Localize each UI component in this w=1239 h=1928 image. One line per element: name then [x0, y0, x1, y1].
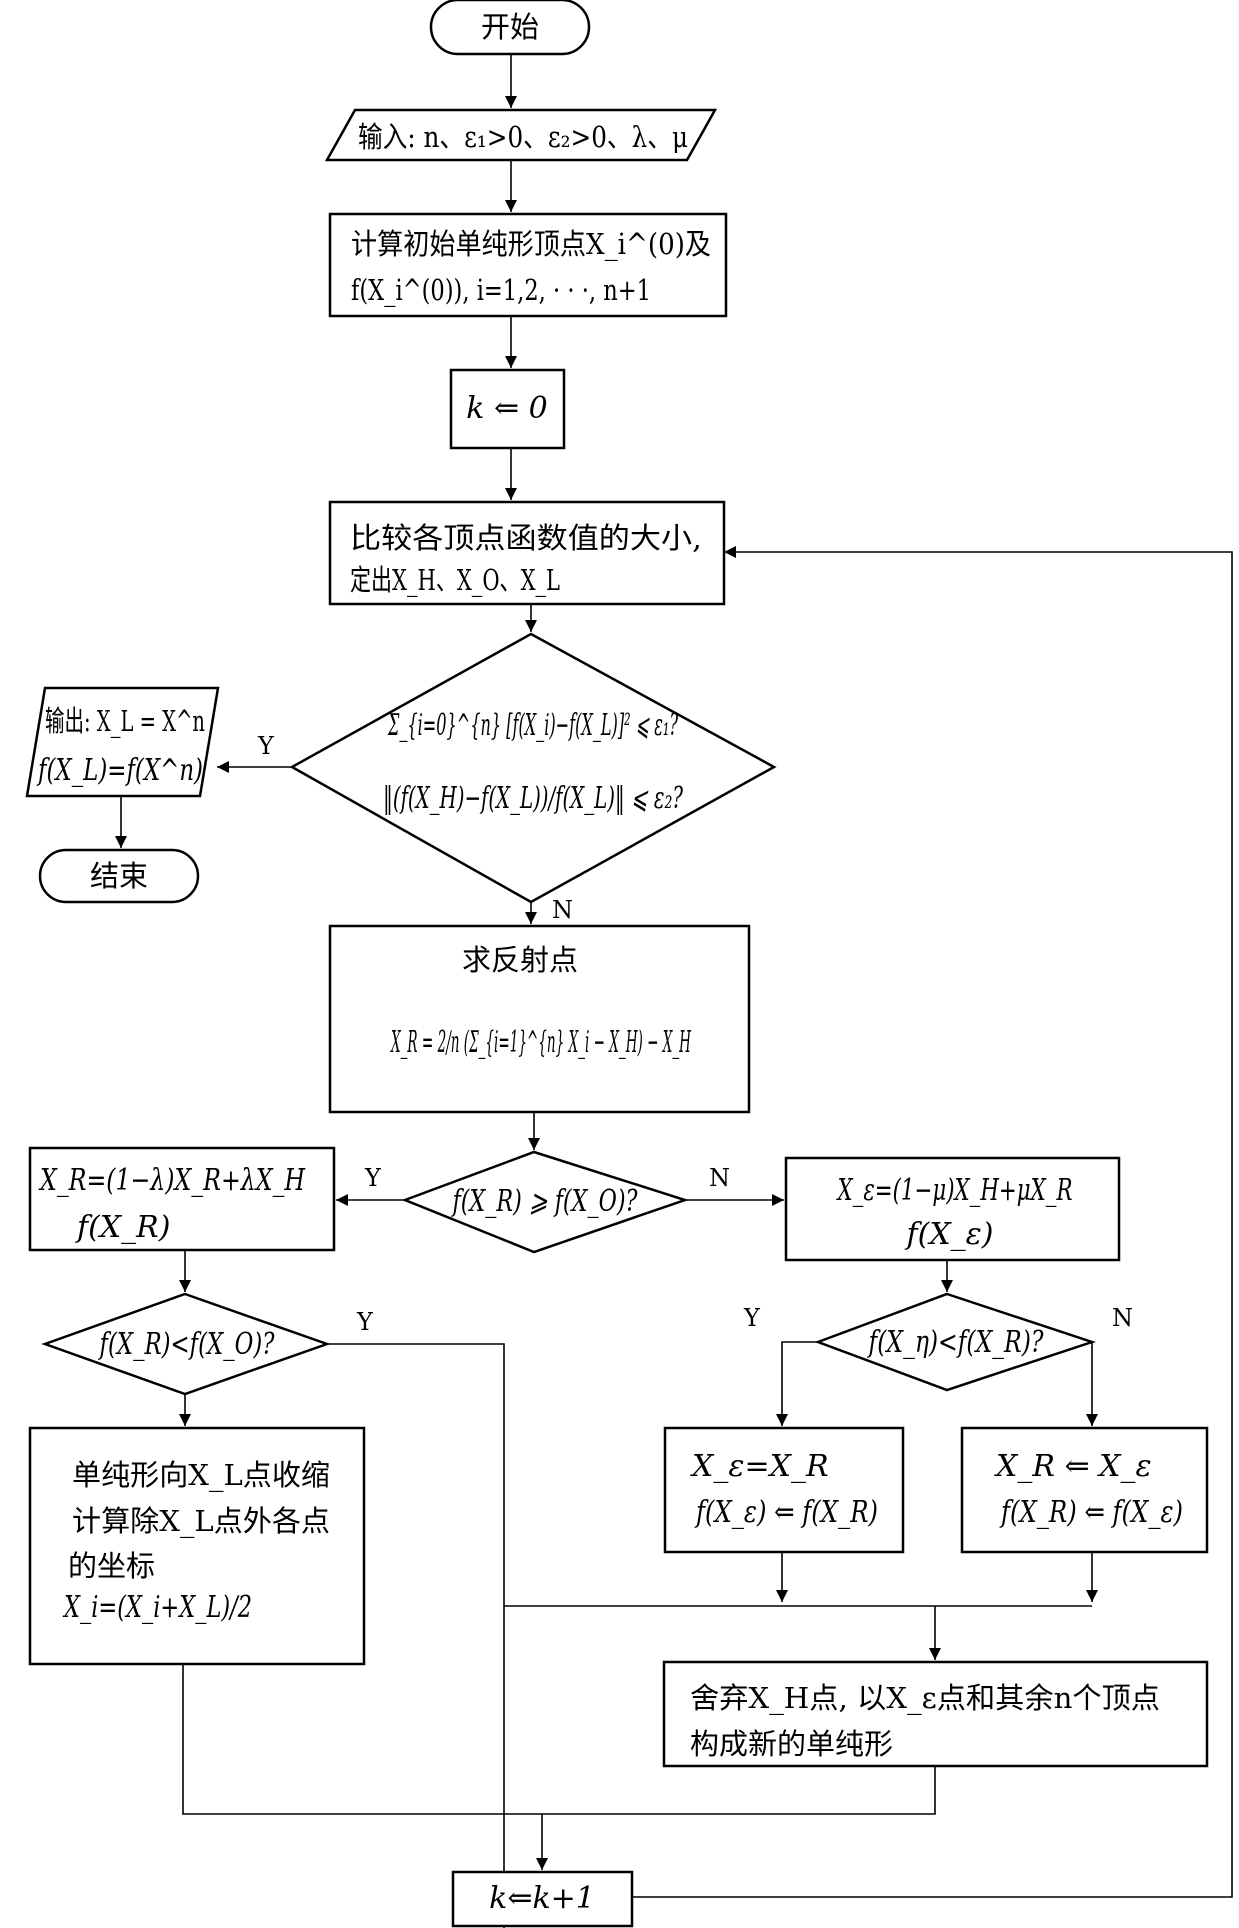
compare-line1: 比较各顶点函数值的大小,: [350, 521, 702, 555]
label-yes-cmp-o: Y: [364, 1164, 382, 1192]
contraction-line2: f(X_R): [75, 1210, 170, 1245]
line-shrink-to-merge: [182, 1664, 936, 1815]
reflection-formula: X_R = 2/n (Σ_{i=1}^{n} X_i − X_H) − X_H: [390, 1025, 691, 1060]
compare-expand-decision: f(X_η)<f(X_R)?: [814, 1292, 1096, 1392]
init-line2: f(X_i^(0)), i=1,2, · · ·, n+1: [351, 273, 651, 308]
contraction-node: X_R=(1−λ)X_R+λX_H f(X_R): [28, 1146, 336, 1252]
start-node: 开始: [429, 0, 591, 56]
shrink-line3: 的坐标: [68, 1549, 155, 1583]
output-line2: f(X_L)=f(X^n): [36, 753, 203, 788]
k-zero-label: k ⇐ 0: [466, 391, 547, 426]
compare-reflect-label: f(X_R) ⩾ f(X_O)?: [451, 1184, 638, 1219]
connector-lines: [115, 54, 1233, 1928]
shrink-line4: X_i=(X_i+X_L)/2: [63, 1590, 252, 1625]
label-yes-converge: Y: [257, 732, 275, 760]
shrink-line1: 单纯形向X_L点收缩: [72, 1458, 330, 1493]
accept-expand-line2: f(X_R) ⇐ f(X_ε): [999, 1495, 1183, 1530]
start-label: 开始: [481, 10, 539, 44]
reflection-node: 求反射点 X_R = 2/n (Σ_{i=1}^{n} X_i − X_H) −…: [328, 924, 751, 1114]
accept-expand-node: X_R ⇐ X_ε f(X_R) ⇐ f(X_ε): [960, 1426, 1209, 1554]
compare-expand-label: f(X_η)<f(X_R)?: [867, 1325, 1044, 1360]
arrow-cmp-e-yes-to-accept-r: [776, 1341, 818, 1426]
label-no-cmp-o: N: [709, 1164, 730, 1192]
compare-contract-label: f(X_R)<f(X_O)?: [98, 1327, 275, 1362]
expansion-node: X_ε=(1−μ)X_H+μX_R f(X_ε): [784, 1156, 1121, 1262]
end-label: 结束: [90, 859, 148, 893]
replace-line1: 舍弃X_H点, 以X_ε点和其余n个顶点: [690, 1681, 1160, 1716]
convergence-line1: Σ_{i=0}^{n} [f(X_i)−f(X_L)]² ⩽ ε₁?: [387, 708, 678, 743]
label-no-cmp-e: N: [1112, 1304, 1133, 1332]
label-yes-cmp-o2: Y: [356, 1308, 374, 1336]
convergence-decision: Σ_{i=0}^{n} [f(X_i)−f(X_L)]² ⩽ ε₁? ‖(f(X…: [289, 632, 777, 904]
compare-contract-decision: f(X_R)<f(X_O)?: [41, 1292, 331, 1396]
init-line1: 计算初始单纯形顶点X_i^(0)及: [351, 227, 711, 262]
compare-reflect-decision: f(X_R) ⩾ f(X_O)?: [401, 1150, 689, 1254]
compare-node: 比较各顶点函数值的大小, 定出X_H、X_O、X_L: [328, 500, 726, 606]
expansion-line2: f(X_ε): [905, 1217, 994, 1252]
k-increment-label: k⇐k+1: [489, 1881, 595, 1916]
shrink-node: 单纯形向X_L点收缩 计算除X_L点外各点 的坐标 X_i=(X_i+X_L)/…: [28, 1426, 366, 1666]
accept-reflect-line2: f(X_ε) ⇐ f(X_R): [694, 1495, 878, 1530]
contraction-line1: X_R=(1−λ)X_R+λX_H: [38, 1163, 305, 1198]
reflection-title: 求反射点: [462, 943, 578, 977]
convergence-line2: ‖(f(X_H)−f(X_L))/f(X_L)‖ ⩽ ε₂?: [383, 781, 684, 816]
arrow-loop-back-to-compare: [632, 546, 1233, 1898]
accept-reflect-node: X_ε=X_R f(X_ε) ⇐ f(X_R): [663, 1426, 905, 1554]
k-increment-node: k⇐k+1: [451, 1870, 634, 1928]
accept-reflect-line1: X_ε=X_R: [690, 1449, 829, 1484]
replace-node: 舍弃X_H点, 以X_ε点和其余n个顶点 构成新的单纯形: [662, 1660, 1209, 1768]
init-simplex-node: 计算初始单纯形顶点X_i^(0)及 f(X_i^(0)), i=1,2, · ·…: [328, 212, 728, 318]
label-no-converge: N: [552, 896, 573, 924]
input-label: 输入: n、ε₁>0、ε₂>0、λ、μ: [358, 120, 688, 154]
output-line1: 输出: X_L = X^n: [45, 704, 205, 739]
input-node: 输入: n、ε₁>0、ε₂>0、λ、μ: [324, 108, 718, 162]
arrow-cmp-o2-yes-to-merge: [327, 1343, 505, 1928]
end-node: 结束: [38, 848, 200, 904]
compare-line2: 定出X_H、X_O、X_L: [350, 563, 560, 598]
replace-line2: 构成新的单纯形: [690, 1727, 893, 1761]
expansion-line1: X_ε=(1−μ)X_H+μX_R: [836, 1173, 1072, 1208]
shrink-line2: 计算除X_L点外各点: [72, 1504, 330, 1539]
output-node: 输出: X_L = X^n f(X_L)=f(X^n): [25, 686, 220, 798]
accept-expand-line1: X_R ⇐ X_ε: [994, 1449, 1152, 1484]
k-zero-node: k ⇐ 0: [449, 368, 566, 450]
label-yes-cmp-e: Y: [743, 1304, 761, 1332]
